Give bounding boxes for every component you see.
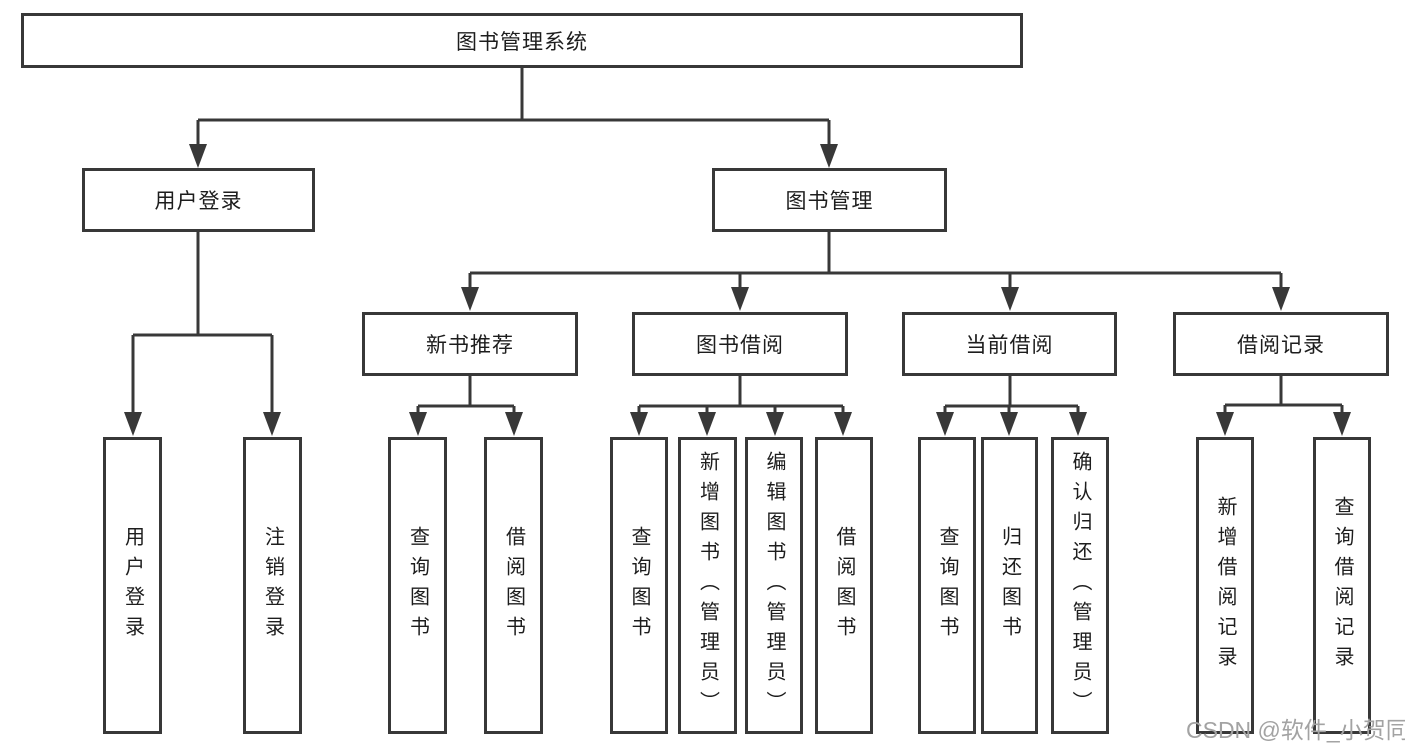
leaf-add-book-admin: 新增图书（管理员） xyxy=(678,437,737,734)
leaf-label: 注销登录 xyxy=(261,525,284,646)
node-root: 图书管理系统 xyxy=(21,13,1023,68)
leaf-label: 编辑图书（管理员） xyxy=(763,450,785,721)
leaf-label: 查询图书 xyxy=(628,525,650,646)
leaf-logout: 注销登录 xyxy=(243,437,302,734)
rail-root xyxy=(189,68,838,168)
watermark-text: CSDN @软件_小贺同学 xyxy=(1186,717,1405,743)
leaf-label: 查询图书 xyxy=(936,525,958,646)
rail-book-management xyxy=(461,232,1290,311)
leaf-recommend-query-books: 查询图书 xyxy=(388,437,447,734)
node-book-management: 图书管理 xyxy=(712,168,947,232)
leaf-label: 新增图书（管理员） xyxy=(696,450,719,721)
leaf-borrow-query-books: 查询图书 xyxy=(610,437,668,734)
leaf-label: 借阅图书 xyxy=(833,525,855,646)
rail-borrow-records xyxy=(1216,376,1351,436)
leaf-label: 借阅图书 xyxy=(502,525,525,646)
leaf-edit-book-admin: 编辑图书（管理员） xyxy=(745,437,803,734)
leaf-query-borrow-record: 查询借阅记录 xyxy=(1313,437,1371,734)
rail-user-login xyxy=(124,232,281,436)
leaf-current-query-books: 查询图书 xyxy=(918,437,976,734)
leaf-label: 查询借阅记录 xyxy=(1331,495,1353,676)
rail-book-borrow xyxy=(630,376,852,436)
leaf-confirm-return-admin: 确认归还（管理员） xyxy=(1051,437,1109,734)
rail-current-borrow xyxy=(936,376,1087,436)
leaf-return-book: 归还图书 xyxy=(981,437,1038,734)
leaf-add-borrow-record: 新增借阅记录 xyxy=(1196,437,1254,734)
leaf-label: 确认归还（管理员） xyxy=(1069,450,1091,721)
node-book-borrow: 图书借阅 xyxy=(632,312,848,376)
node-new-book-recommend: 新书推荐 xyxy=(362,312,578,376)
leaf-user-login: 用户登录 xyxy=(103,437,162,734)
node-user-login: 用户登录 xyxy=(82,168,315,232)
leaf-label: 查询图书 xyxy=(406,525,429,646)
leaf-label: 归还图书 xyxy=(998,525,1021,646)
rail-new-book-recommend xyxy=(409,376,523,436)
leaf-borrow-borrow-books: 借阅图书 xyxy=(815,437,873,734)
leaf-label: 新增借阅记录 xyxy=(1214,495,1236,676)
leaf-label: 用户登录 xyxy=(121,525,144,646)
node-borrow-records: 借阅记录 xyxy=(1173,312,1389,376)
node-current-borrow: 当前借阅 xyxy=(902,312,1117,376)
leaf-recommend-borrow-books: 借阅图书 xyxy=(484,437,543,734)
